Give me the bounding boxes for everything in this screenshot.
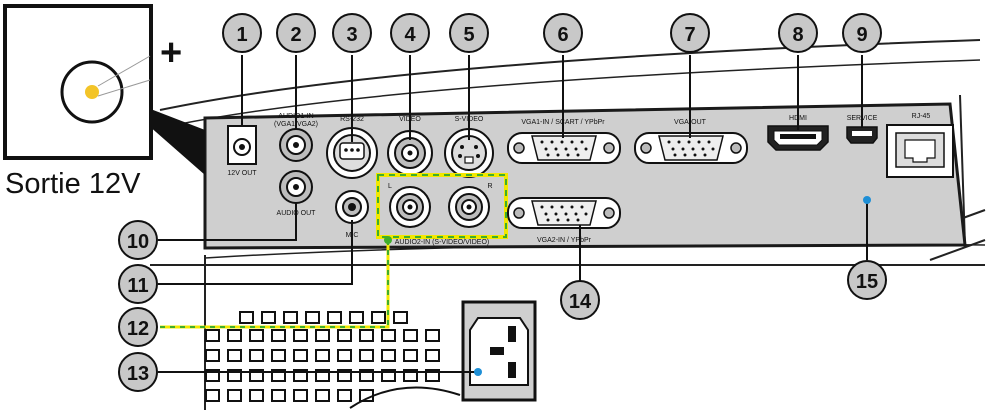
callout-11: 11 [118, 264, 158, 304]
label-audio2-r: R [487, 183, 492, 190]
svg-text:3: 3 [346, 24, 357, 46]
callout-9: 9 [842, 13, 882, 53]
callout-12-dot [384, 236, 392, 244]
svg-text:9: 9 [856, 24, 867, 46]
port-rj45: RJ-45 [886, 113, 954, 178]
callout-14: 14 [560, 280, 600, 320]
svg-text:10: 10 [127, 231, 149, 253]
inset-caption: Sortie 12V [5, 168, 141, 200]
port-vga2-in: VGA2-IN / YPbPr [507, 197, 621, 244]
svg-text:8: 8 [792, 24, 803, 46]
callout-5: 5 [449, 13, 489, 53]
plus-sign: + [160, 32, 182, 74]
pin-dot-icon [85, 85, 99, 99]
callout-6: 6 [543, 13, 583, 53]
callout-13-dot [474, 368, 482, 376]
port-audio2-in: L R AUDIO2-IN (S-VIDEO/VIDEO) [376, 173, 508, 246]
svg-text:2: 2 [290, 24, 301, 46]
port-12v-out: 12V OUT [227, 125, 257, 177]
port-video: VIDEO [387, 116, 433, 176]
callout-2: 2 [276, 13, 316, 53]
label-12v-out: 12V OUT [227, 170, 257, 177]
leader-lines [158, 55, 868, 373]
port-hdmi: HDMI [767, 115, 829, 151]
svg-text:7: 7 [684, 24, 695, 46]
label-audio2-l: L [388, 183, 392, 190]
vent-grille [205, 311, 440, 402]
callout-1: 1 [222, 13, 262, 53]
callout-7: 7 [670, 13, 710, 53]
label-vga2-in: VGA2-IN / YPbPr [537, 237, 592, 244]
power-inlet [461, 300, 537, 402]
callout-12: 12 [118, 307, 158, 347]
callout-4: 4 [390, 13, 430, 53]
svg-text:5: 5 [463, 24, 474, 46]
svg-text:14: 14 [569, 291, 592, 313]
svg-text:15: 15 [856, 271, 878, 293]
port-rs232: RS-232 [326, 116, 378, 179]
callout-13: 13 [118, 352, 158, 392]
svg-text:13: 13 [127, 363, 149, 385]
label-audio2-in: AUDIO2-IN (S-VIDEO/VIDEO) [395, 239, 490, 246]
callout-15: 15 [847, 260, 887, 300]
inset-12v-zoom: + Sortie 12V [3, 4, 205, 200]
leader-line-12 [160, 240, 390, 329]
port-vga-out: VGA-OUT [634, 119, 748, 164]
svg-text:11: 11 [127, 275, 148, 297]
callout-3: 3 [332, 13, 372, 53]
svg-text:12: 12 [127, 318, 149, 340]
callout-8: 8 [778, 13, 818, 53]
svg-text:6: 6 [557, 24, 568, 46]
svg-text:4: 4 [404, 24, 416, 46]
svg-text:1: 1 [236, 24, 247, 46]
callout-15-dot [863, 196, 871, 204]
port-vga1-in: VGA1-IN / SCART / YPbPr [507, 119, 621, 164]
label-rj45: RJ-45 [912, 113, 931, 120]
callout-10: 10 [118, 220, 158, 260]
